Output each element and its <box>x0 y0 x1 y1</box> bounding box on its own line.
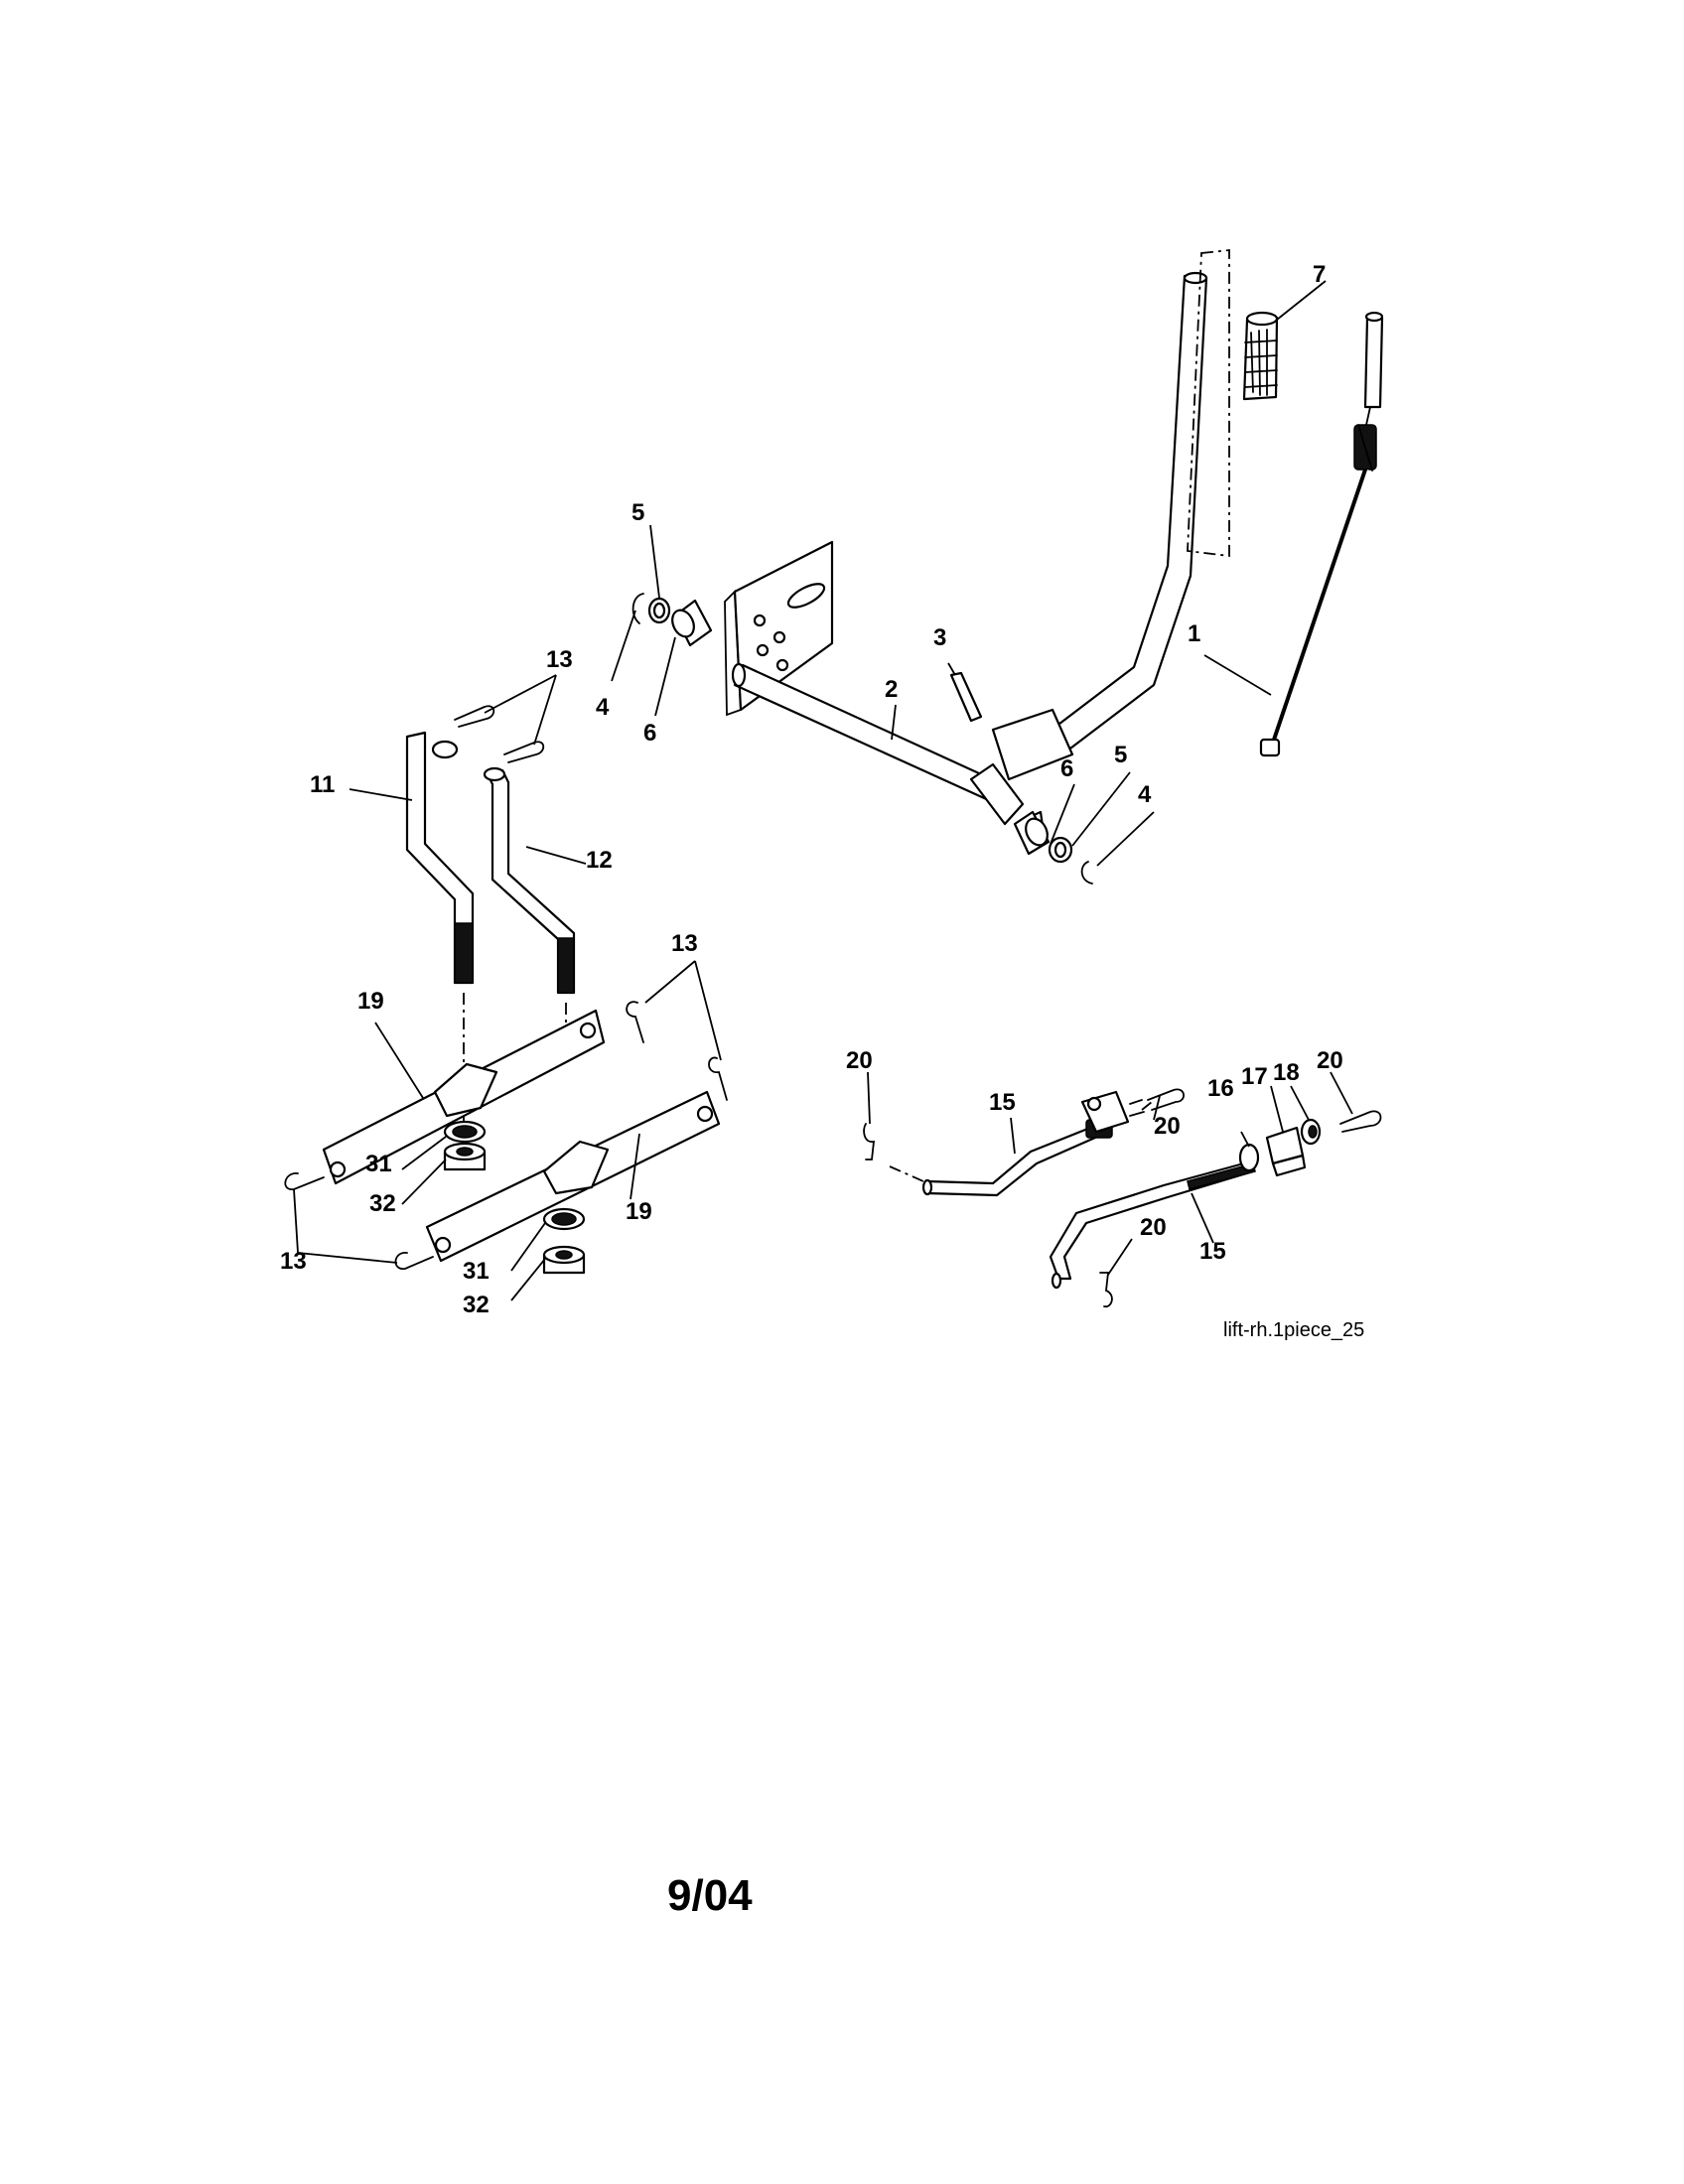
callout-18: 18 <box>1273 1059 1300 1086</box>
lift-arm-19-upper <box>322 1009 606 1185</box>
callouts: 7 1 3 2 5 4 6 6 5 4 13 11 12 13 19 31 32… <box>280 261 1343 1318</box>
callout-19-upper: 19 <box>357 988 384 1015</box>
grip-outline <box>1187 248 1230 558</box>
lift-link-12 <box>483 766 576 995</box>
pin <box>949 671 983 723</box>
callout-20-bottom: 20 <box>1140 1214 1167 1241</box>
centerline-clip <box>1141 1101 1153 1111</box>
date-code: 9/04 <box>667 1871 753 1920</box>
callout-31-lower: 31 <box>463 1258 490 1285</box>
callout-11: 11 <box>310 771 335 798</box>
callout-31-upper: 31 <box>365 1151 392 1177</box>
callout-32-upper: 32 <box>369 1190 396 1217</box>
callout-4-left: 4 <box>596 694 610 721</box>
callout-7: 7 <box>1313 261 1326 288</box>
callout-13-mid: 13 <box>671 930 698 957</box>
callout-17: 17 <box>1241 1063 1268 1090</box>
lift-link-11 <box>405 731 475 985</box>
lift-arm-19-lower <box>425 1090 721 1263</box>
lift-lever <box>991 271 1208 781</box>
callout-15-lower: 15 <box>1199 1238 1226 1265</box>
deck-rod-15-lower <box>1049 1160 1256 1290</box>
callout-1: 1 <box>1188 620 1200 647</box>
left-bushing-set <box>632 593 713 647</box>
callout-6-left: 6 <box>643 720 656 747</box>
washer-nut-upper <box>443 1120 487 1171</box>
callout-20-right: 20 <box>1317 1047 1343 1074</box>
callout-13-top: 13 <box>546 646 573 673</box>
callout-3: 3 <box>933 624 946 651</box>
callout-2: 2 <box>885 676 898 703</box>
right-bushing-set <box>1013 810 1093 885</box>
trunnion-17 <box>1265 1126 1307 1177</box>
diagram-reference-code: lift-rh.1piece_25 <box>1223 1319 1364 1341</box>
clips-20 <box>863 1088 1382 1307</box>
callout-5-left: 5 <box>632 499 644 526</box>
nut-18 <box>1300 1118 1322 1146</box>
callout-20-left: 20 <box>846 1047 873 1074</box>
deck-rod-15-upper <box>921 1090 1145 1197</box>
callout-15-upper: 15 <box>989 1089 1016 1116</box>
leader-lines <box>293 280 1353 1301</box>
callout-4-right: 4 <box>1138 781 1152 808</box>
callout-12: 12 <box>586 847 613 874</box>
spring-rod <box>1259 311 1384 757</box>
callout-20-mid: 20 <box>1154 1113 1181 1140</box>
centerline-rod <box>889 1165 924 1182</box>
hex-nut-16 <box>1238 1143 1260 1172</box>
washer-nut-lower <box>542 1207 586 1275</box>
handle-grip <box>1242 311 1279 401</box>
callout-13-bottom: 13 <box>280 1248 307 1275</box>
callout-6-right: 6 <box>1060 755 1073 782</box>
callout-32-lower: 32 <box>463 1292 490 1318</box>
callout-19-lower: 19 <box>626 1198 652 1225</box>
callout-5-right: 5 <box>1114 742 1127 768</box>
callout-16: 16 <box>1207 1075 1234 1102</box>
